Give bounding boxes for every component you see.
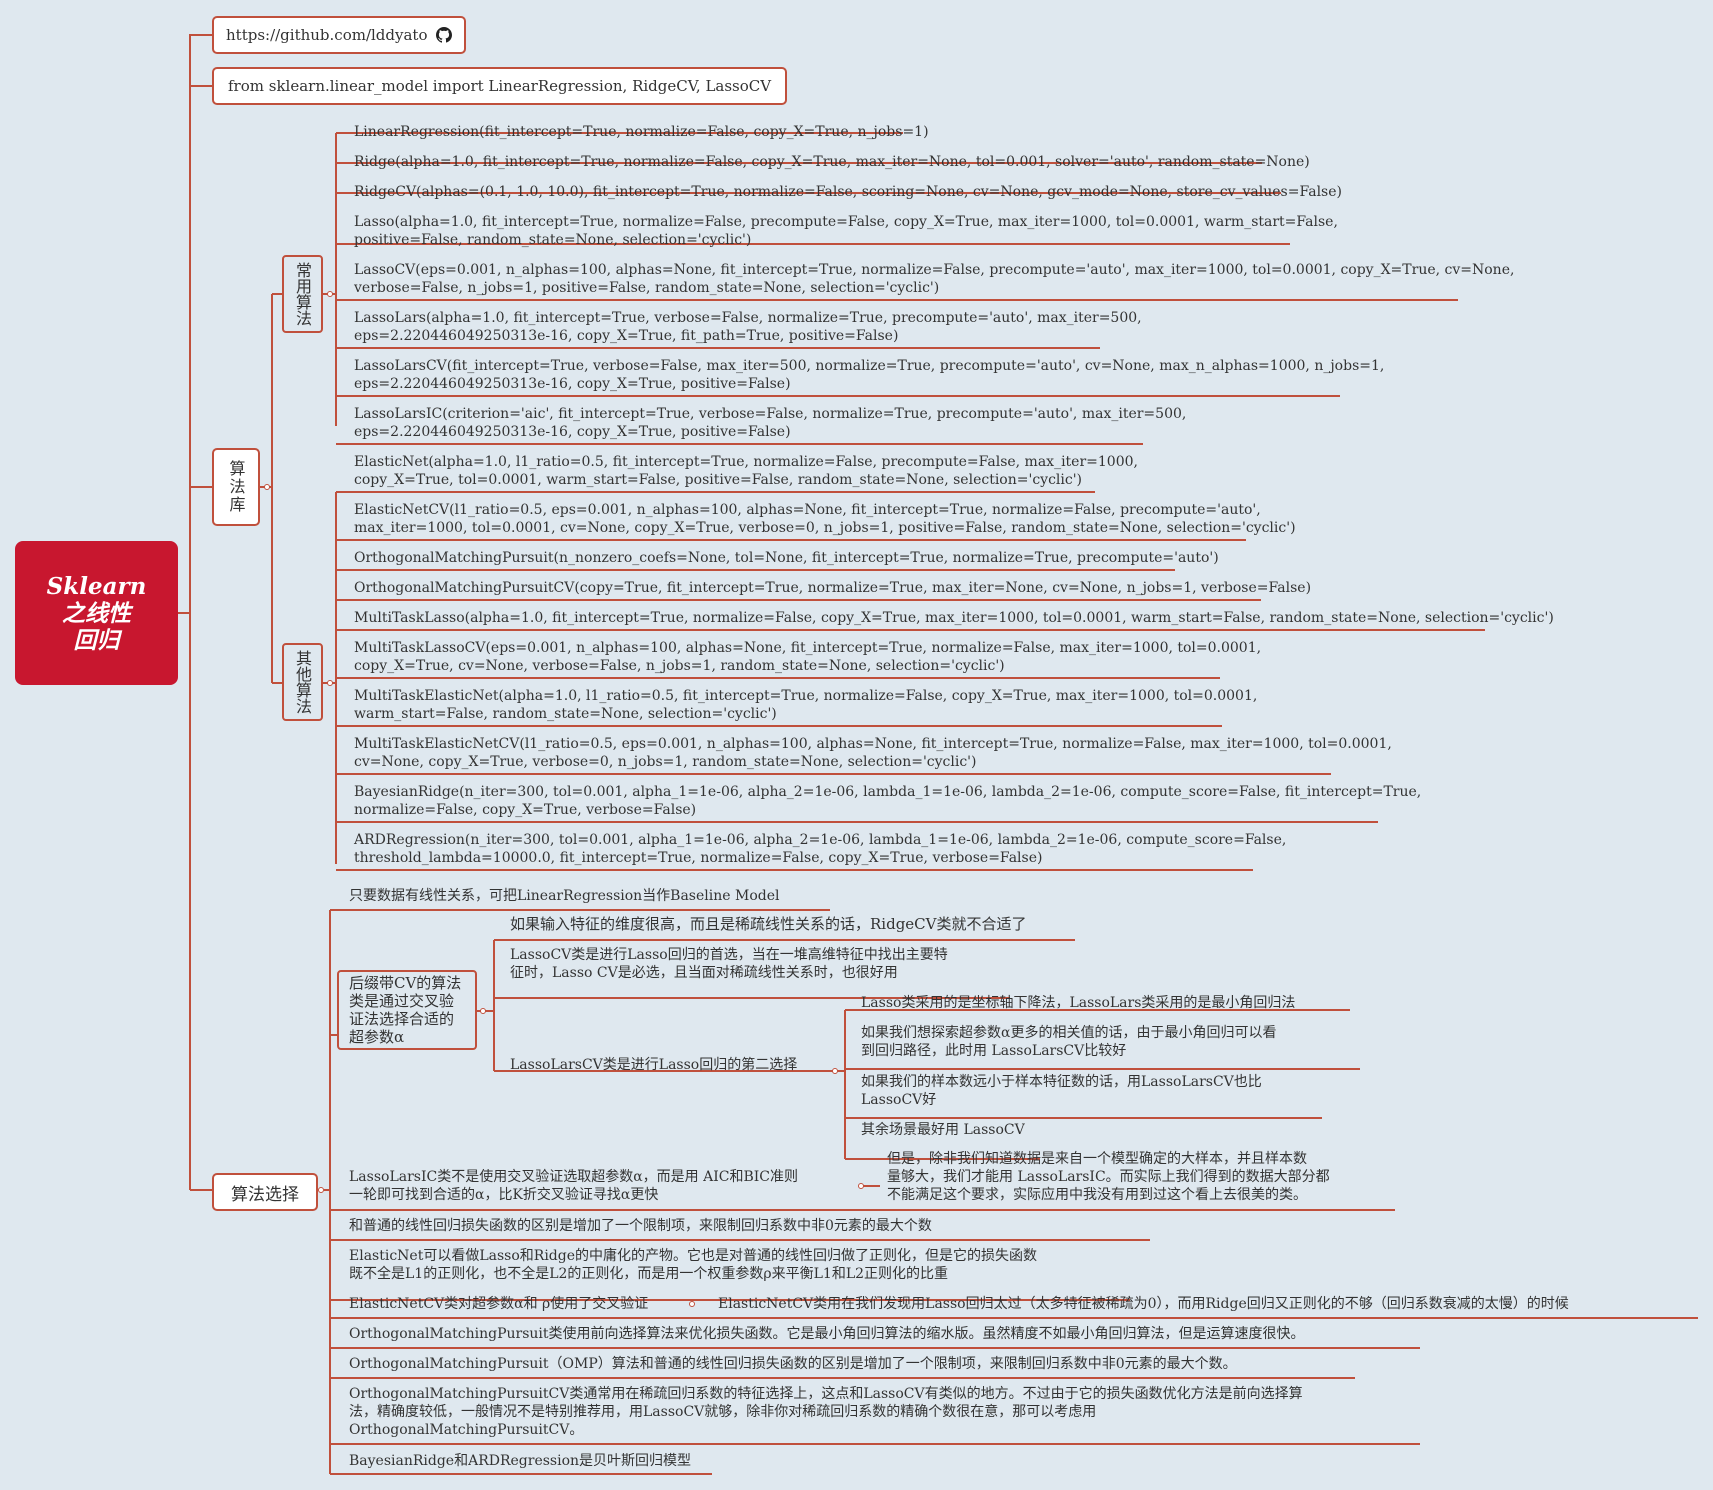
selection-note[interactable]: 和普通的线性回归损失函数的区别是增加了一个限制项，来限制回归系数中非0元素的最大… (349, 1218, 932, 1234)
collapse-dot[interactable] (264, 484, 270, 490)
common-algorithms-label: 常用算法 (293, 262, 312, 326)
root-title-line: 回归 (73, 626, 120, 654)
selection-note[interactable]: BayesianRidge和ARDRegression是贝叶斯回归模型 (349, 1453, 692, 1469)
library-label: 算法库 (226, 460, 246, 514)
selection-note[interactable]: LassoCV类是进行Lasso回归的首选，当在一堆高维特征中找出主要特征时，L… (510, 947, 948, 981)
collapse-dot[interactable] (689, 1301, 695, 1307)
collapse-dot[interactable] (327, 291, 333, 297)
algo-signature[interactable]: LassoLars(alpha=1.0, fit_intercept=True,… (354, 310, 1142, 344)
selection-note[interactable]: 但是，除非我们知道数据是来自一个模型确定的大样本，并且样本数量够大，我们才能用 … (887, 1151, 1330, 1203)
selection-note[interactable]: ElasticNetCV类对超参数α和 ρ使用了交叉验证 (349, 1296, 649, 1312)
import-statement: from sklearn.linear_model import LinearR… (228, 77, 772, 95)
algo-signature[interactable]: LinearRegression(fit_intercept=True, nor… (354, 124, 929, 140)
algo-signature[interactable]: MultiTaskLassoCV(eps=0.001, n_alphas=100… (354, 640, 1262, 674)
algo-signature[interactable]: Lasso(alpha=1.0, fit_intercept=True, nor… (354, 214, 1338, 248)
algo-signature[interactable]: MultiTaskElasticNetCV(l1_ratio=0.5, eps=… (354, 736, 1392, 770)
library-node[interactable]: 算法库 (212, 448, 260, 526)
cv-algorithms-node[interactable]: 后缀带CV的算法 类是通过交叉验 证法选择合适的 超参数α (337, 970, 477, 1050)
selection-label: 算法选择 (231, 1184, 299, 1205)
selection-node[interactable]: 算法选择 (212, 1173, 318, 1211)
algo-signature[interactable]: LassoLarsCV(fit_intercept=True, verbose=… (354, 358, 1385, 392)
algo-signature[interactable]: MultiTaskLasso(alpha=1.0, fit_intercept=… (354, 610, 1554, 626)
collapse-dot[interactable] (318, 1187, 324, 1193)
import-node[interactable]: from sklearn.linear_model import LinearR… (212, 67, 788, 105)
root-title-line: 之线性 (62, 599, 131, 627)
github-icon (436, 27, 453, 43)
root-topic[interactable]: Sklearn 之线性 回归 (15, 541, 178, 685)
algo-signature[interactable]: LassoCV(eps=0.001, n_alphas=100, alphas=… (354, 262, 1515, 296)
other-algorithms-node[interactable]: 其他算法 (282, 643, 323, 721)
selection-note[interactable]: LassoLarsIC类不是使用交叉验证选取超参数α，而是用 AIC和BIC准则… (349, 1169, 798, 1203)
selection-note[interactable]: LassoLarsCV类是进行Lasso回归的第二选择 (510, 1057, 798, 1073)
algo-signature[interactable]: OrthogonalMatchingPursuit(n_nonzero_coef… (354, 550, 1219, 566)
selection-note[interactable]: OrthogonalMatchingPursuitCV类通常用在稀疏回归系数的特… (349, 1386, 1303, 1438)
selection-note[interactable]: OrthogonalMatchingPursuit类使用前向选择算法来优化损失函… (349, 1326, 1305, 1342)
selection-note[interactable]: ElasticNetCV类用在我们发现用Lasso回归太过（太多特征被稀疏为0）… (718, 1296, 1569, 1312)
collapse-dot[interactable] (832, 1068, 838, 1074)
algo-signature[interactable]: ElasticNetCV(l1_ratio=0.5, eps=0.001, n_… (354, 502, 1296, 536)
algo-signature[interactable]: MultiTaskElasticNet(alpha=1.0, l1_ratio=… (354, 688, 1258, 722)
algo-signature[interactable]: BayesianRidge(n_iter=300, tol=0.001, alp… (354, 784, 1422, 818)
algo-signature[interactable]: ElasticNet(alpha=1.0, l1_ratio=0.5, fit_… (354, 454, 1138, 488)
selection-note[interactable]: 如果我们想探索超参数α更多的相关值的话，由于最小角回归可以看到回归路径，此时用 … (861, 1025, 1277, 1059)
collapse-dot[interactable] (480, 1008, 486, 1014)
other-algorithms-label: 其他算法 (293, 650, 312, 714)
collapse-dot[interactable] (327, 680, 333, 686)
selection-note[interactable]: ElasticNet可以看做Lasso和Ridge的中庸化的产物。它也是对普通的… (349, 1248, 1038, 1282)
common-algorithms-node[interactable]: 常用算法 (282, 255, 323, 333)
github-url[interactable]: https://github.com/lddyato (226, 26, 428, 44)
selection-note[interactable]: Lasso类采用的是坐标轴下降法，LassoLars类采用的是最小角回归法 (861, 995, 1296, 1011)
algo-signature[interactable]: OrthogonalMatchingPursuitCV(copy=True, f… (354, 580, 1312, 596)
github-link-node[interactable]: https://github.com/lddyato (212, 16, 467, 54)
collapse-dot[interactable] (858, 1183, 864, 1189)
selection-note[interactable]: 如果输入特征的维度很高，而且是稀疏线性关系的话，RidgeCV类就不合适了 (510, 915, 1027, 933)
algo-signature[interactable]: LassoLarsIC(criterion='aic', fit_interce… (354, 406, 1187, 440)
algo-signature[interactable]: ARDRegression(n_iter=300, tol=0.001, alp… (354, 832, 1287, 866)
algo-signature[interactable]: RidgeCV(alphas=(0.1, 1.0, 10.0), fit_int… (354, 184, 1342, 200)
selection-note[interactable]: OrthogonalMatchingPursuit（OMP）算法和普通的线性回归… (349, 1356, 1237, 1372)
selection-note[interactable]: 只要数据有线性关系，可把LinearRegression当作Baseline M… (349, 888, 780, 904)
selection-note[interactable]: 其余场景最好用 LassoCV (861, 1122, 1025, 1138)
algo-signature[interactable]: Ridge(alpha=1.0, fit_intercept=True, nor… (354, 154, 1310, 170)
root-title-line: Sklearn (46, 572, 147, 600)
